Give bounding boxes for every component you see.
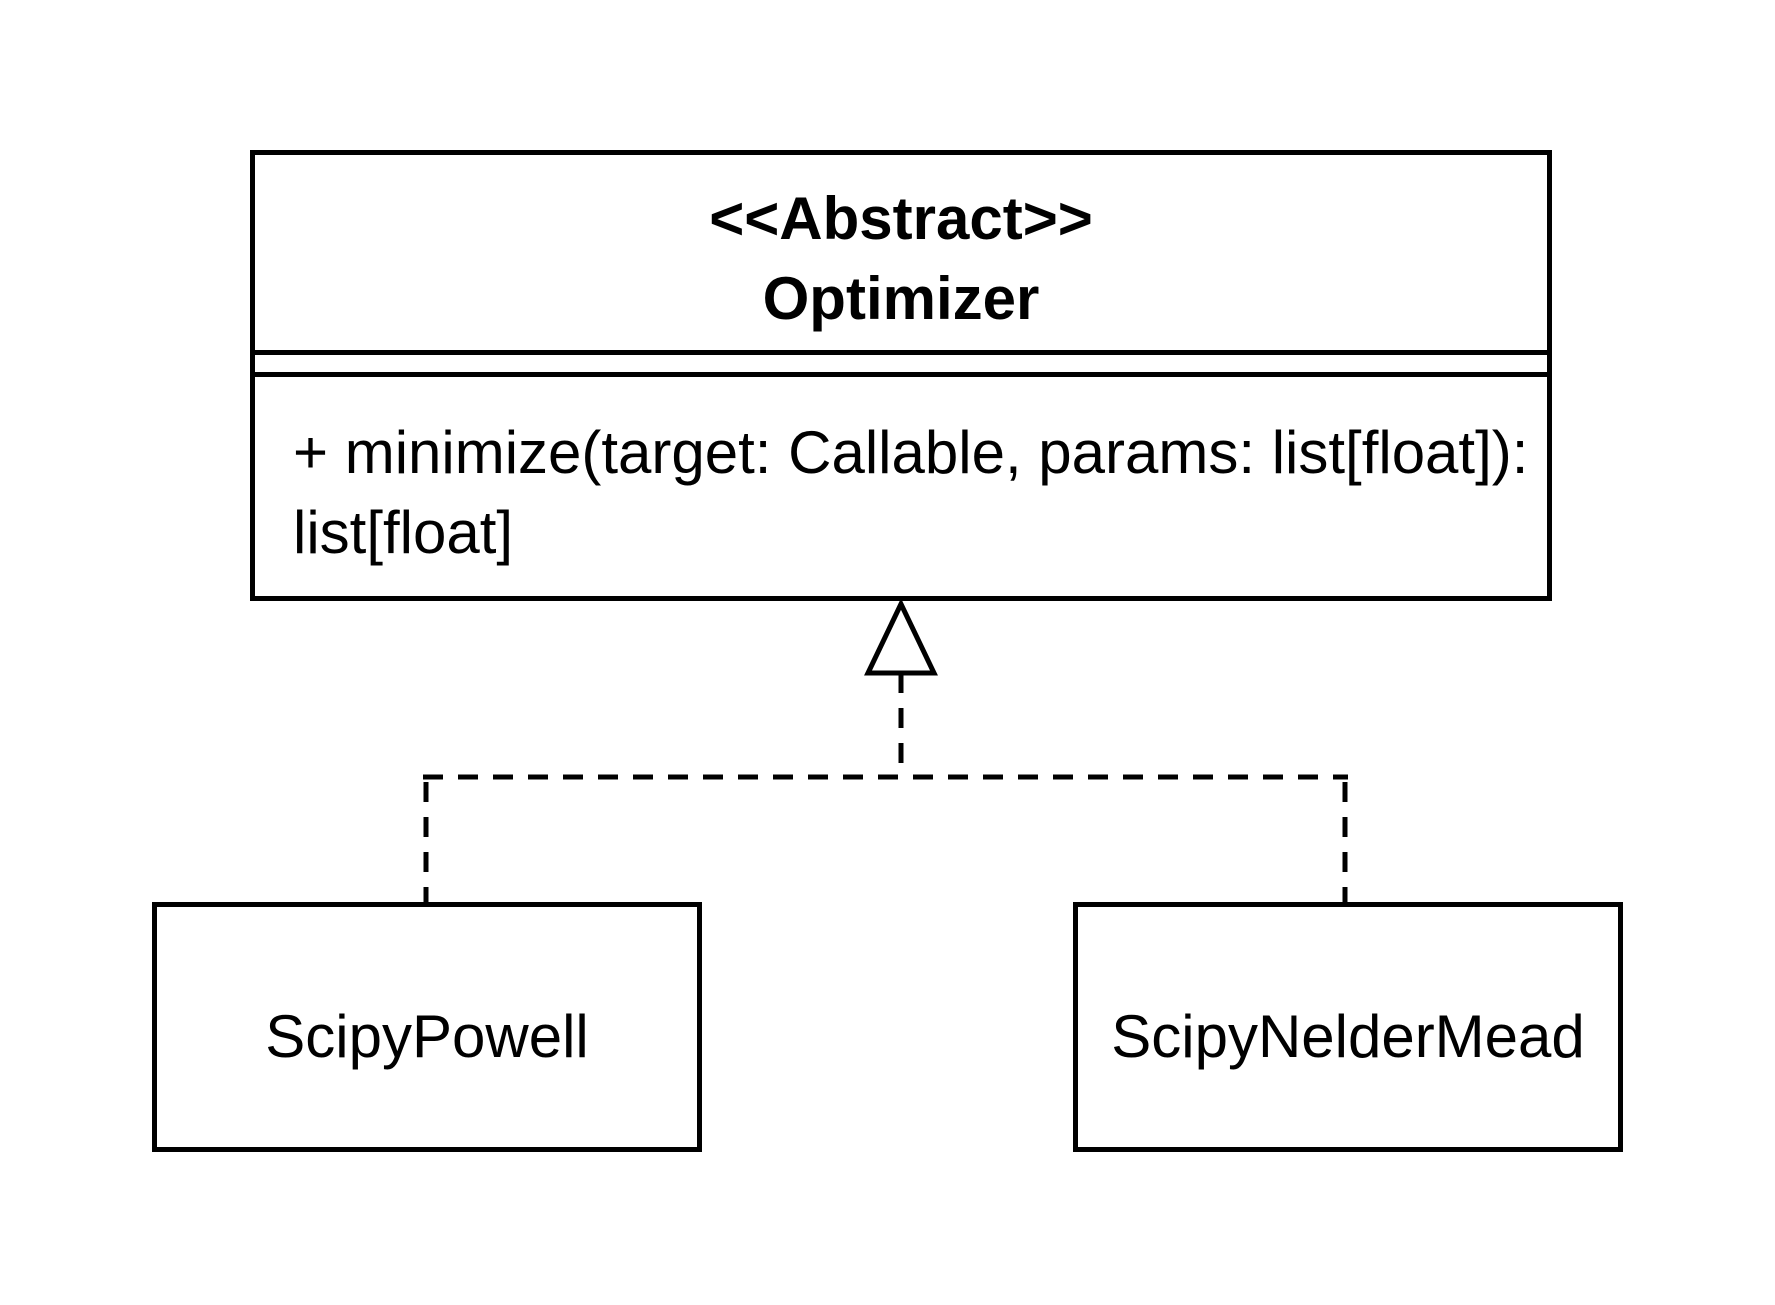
class-box-scipyneldermead: ScipyNelderMead — [1073, 902, 1623, 1152]
attributes-compartment-empty — [255, 355, 1547, 377]
methods-compartment: + minimize(target: Callable, params: lis… — [255, 377, 1547, 573]
class-box-scipypowell: ScipyPowell — [152, 902, 702, 1152]
class-name-label: ScipyNelderMead — [1111, 1003, 1585, 1070]
inheritance-triangle-icon — [864, 598, 938, 676]
stereotype-label: <<Abstract>> — [709, 185, 1093, 252]
class-title-compartment: <<Abstract>> Optimizer — [255, 155, 1547, 355]
method-signature-label: + minimize(target: Callable, params: lis… — [293, 419, 1529, 566]
class-box-optimizer: <<Abstract>> Optimizer + minimize(target… — [250, 150, 1552, 601]
class-name-label: ScipyPowell — [265, 1003, 589, 1070]
class-name-label: Optimizer — [762, 265, 1040, 332]
